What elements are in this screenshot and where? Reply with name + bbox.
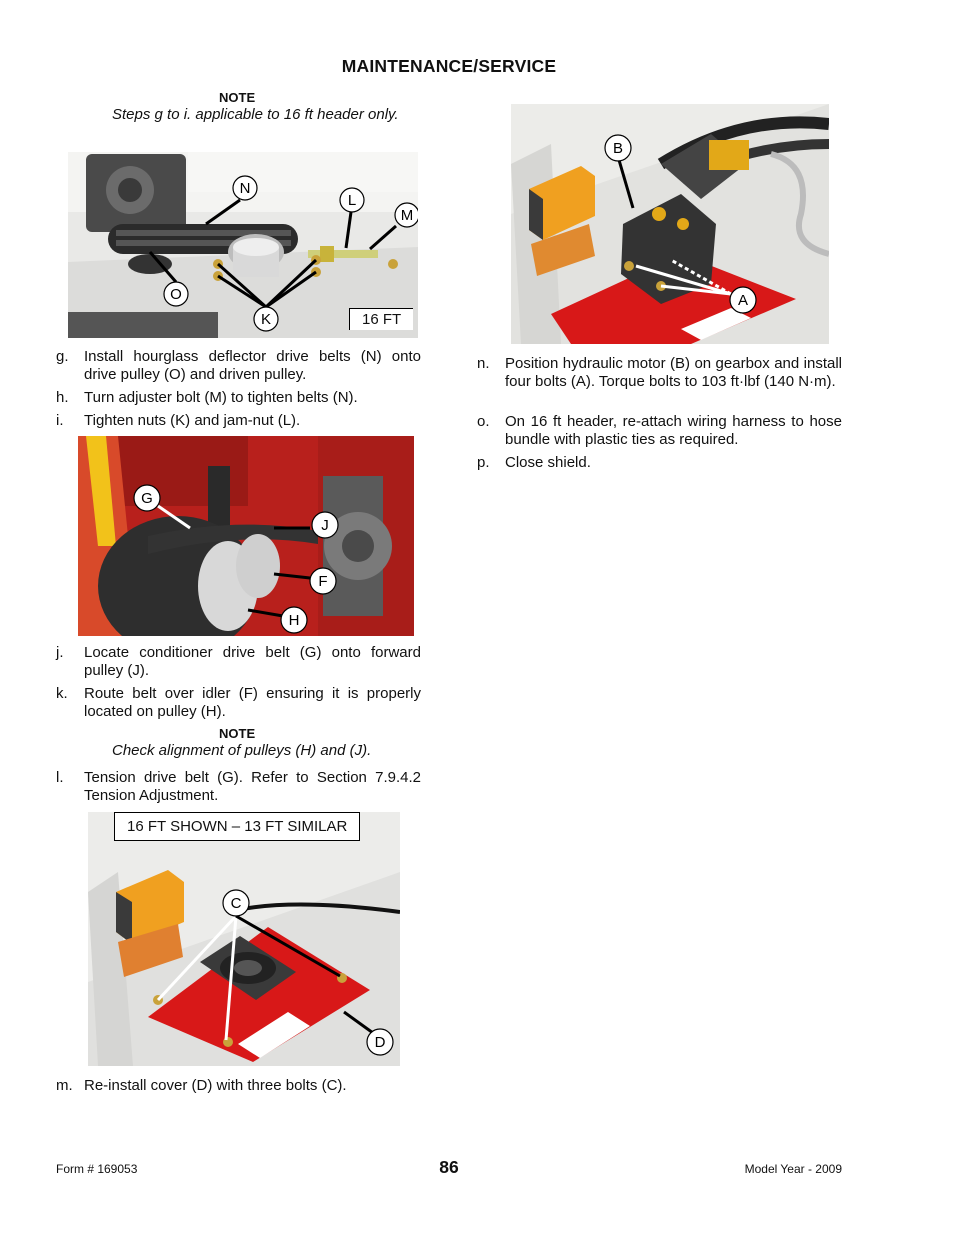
step-text: Tighten nuts (K) and jam-nut (L).	[84, 412, 301, 429]
step-o: o. On 16 ft header, re-attach wiring har…	[477, 413, 842, 449]
step-h: h. Turn adjuster bolt (M) to tighten bel…	[56, 389, 421, 407]
step-letter: m.	[56, 1077, 73, 1094]
step-letter: g.	[56, 348, 69, 365]
step-l: l. Tension drive belt (G). Refer to Sect…	[56, 769, 421, 805]
callout-m: M	[401, 207, 414, 224]
note-text: Check alignment of pulleys (H) and (J).	[112, 742, 372, 759]
page-number: 86	[439, 1157, 459, 1177]
note-label: NOTE	[219, 726, 256, 741]
step-k: k. Route belt over idler (F) ensuring it…	[56, 685, 421, 721]
step-p: p. Close shield.	[477, 454, 842, 472]
callout-a: A	[738, 292, 748, 309]
figure-hydraulic-motor: B A	[511, 104, 829, 344]
step-text: Close shield.	[505, 454, 591, 471]
step-text: Position hydraulic motor (B) on gearbox …	[505, 355, 842, 390]
figure-tag: 16 FT	[349, 308, 414, 330]
step-text: Locate conditioner drive belt (G) onto f…	[84, 644, 421, 679]
step-m: m. Re-install cover (D) with three bolts…	[56, 1077, 421, 1095]
step-n: n. Position hydraulic motor (B) on gearb…	[477, 355, 842, 409]
step-letter: k.	[56, 685, 68, 702]
callout-l: L	[348, 192, 356, 209]
step-i: i. Tighten nuts (K) and jam-nut (L).	[56, 412, 421, 430]
callout-c: C	[231, 895, 242, 912]
step-letter: o.	[477, 413, 490, 430]
callout-o: O	[170, 286, 182, 303]
callout-b: B	[613, 140, 623, 157]
step-text: Re-install cover (D) with three bolts (C…	[84, 1077, 347, 1094]
figure-deflector-drive-belts: N L M O K 16 FT	[68, 152, 418, 338]
callout-j: J	[321, 517, 329, 534]
callout-h: H	[289, 612, 300, 629]
callout-n: N	[240, 180, 251, 197]
footer-model-year: Model Year - 2009	[744, 1162, 842, 1176]
step-letter: n.	[477, 355, 490, 372]
figure-cover-bolts: C D 16 FT SHOWN – 13 FT SIMILAR	[88, 812, 400, 1066]
figure-tag: 16 FT SHOWN – 13 FT SIMILAR	[114, 812, 361, 841]
step-letter: i.	[56, 412, 64, 429]
step-text: Install hourglass deflector drive belts …	[84, 348, 421, 383]
callout-d: D	[375, 1034, 386, 1051]
note-label: NOTE	[219, 90, 256, 105]
step-letter: l.	[56, 769, 64, 786]
note-text: Steps g to i. applicable to 16 ft header…	[112, 106, 399, 123]
step-letter: h.	[56, 389, 69, 406]
step-g: g. Install hourglass deflector drive bel…	[56, 348, 421, 384]
step-text: Tension drive belt (G). Refer to Section…	[84, 769, 421, 804]
step-text: Turn adjuster bolt (M) to tighten belts …	[84, 389, 358, 406]
footer-form-number: Form # 169053	[56, 1162, 138, 1176]
callout-f: F	[318, 573, 327, 590]
step-letter: p.	[477, 454, 490, 471]
figure-conditioner-drive-belt: G J F H	[78, 436, 414, 636]
step-j: j. Locate conditioner drive belt (G) ont…	[56, 644, 421, 680]
page-title: MAINTENANCE/SERVICE	[341, 56, 557, 76]
step-letter: j.	[56, 644, 64, 661]
callout-k: K	[261, 311, 271, 328]
step-text: Route belt over idler (F) ensuring it is…	[84, 685, 421, 720]
step-text: On 16 ft header, re-attach wiring harnes…	[505, 413, 842, 448]
callout-g: G	[141, 490, 153, 507]
